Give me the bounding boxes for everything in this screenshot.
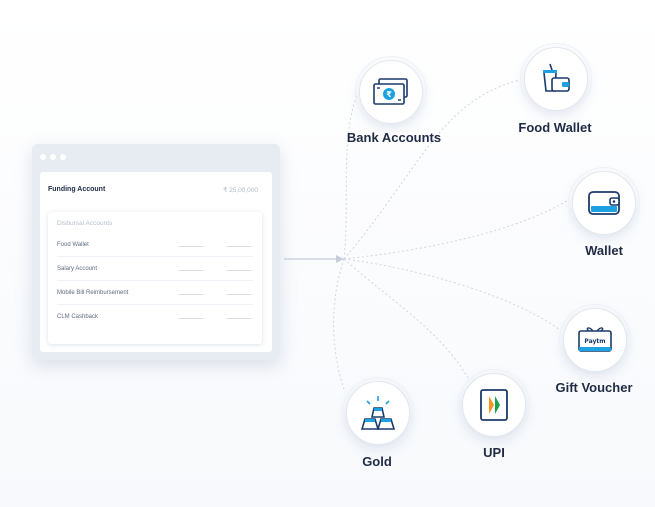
funding-account-title: Funding Account [48,186,106,193]
upi-label: UPI [483,445,505,460]
svg-text:₹: ₹ [386,90,392,99]
connector-wallet [343,199,569,260]
gold-bars-icon [360,396,396,430]
disbursal-accounts-title: Disbursal Accounts [57,220,113,227]
window-dots [40,154,66,160]
placeholder-bar [179,294,203,295]
bank-accounts-label: Bank Accounts [346,130,442,145]
bank-notes-rupee-icon: ₹ [373,78,408,105]
window-dot [40,154,46,160]
placeholder-bar [227,246,251,247]
funding-window: Funding Account ₹ 25,00,000 Disbursal Ac… [32,144,280,360]
window-dot [50,154,56,160]
upi-icon [480,389,508,421]
svg-text:Paytm: Paytm [584,338,605,345]
connector-gold [333,258,346,393]
placeholder-bar [179,270,203,271]
connector-bank [343,94,358,260]
bank-accounts-circle[interactable]: ₹ [355,56,427,128]
food-wallet-label: Food Wallet [518,120,592,135]
wallet-icon [588,191,620,215]
gold-circle[interactable] [342,377,414,449]
wallet-label: Wallet [585,243,623,258]
food-wallet-circle[interactable] [520,43,592,115]
list-item[interactable]: CLM Cashback [57,306,253,328]
placeholder-bar [179,318,203,319]
wallet-circle[interactable] [568,167,640,239]
list-item[interactable]: Salary Account [57,258,253,281]
placeholder-bar [227,270,251,271]
list-item[interactable]: Mobile Bill Reimbursement [57,282,253,305]
connector-food [343,79,521,260]
upi-circle[interactable] [458,369,530,441]
placeholder-bar [179,246,203,247]
disbursal-item-label: Mobile Bill Reimbursement [57,290,129,296]
connector-gift [343,258,561,331]
gift-voucher-icon: Paytm [578,327,612,352]
funding-amount: ₹ 25,00,000 [223,187,258,194]
funding-account-row[interactable]: Funding Account ₹ 25,00,000 [48,186,258,200]
list-item[interactable]: Food Wallet [57,234,253,257]
gift-voucher-circle[interactable]: Paytm [559,304,631,376]
gift-voucher-label: Gift Voucher [555,380,633,395]
disbursal-item-label: Salary Account [57,266,98,272]
disbursal-item-label: Food Wallet [57,242,89,248]
placeholder-bar [227,318,251,319]
gold-label: Gold [362,454,392,469]
placeholder-bar [227,294,251,295]
connector-upi [343,258,469,379]
disbursal-accounts-panel: Disbursal Accounts Food Wallet Salary Ac… [48,212,262,344]
funding-panel: Funding Account ₹ 25,00,000 Disbursal Ac… [40,172,272,352]
flow-arrow-head [336,255,344,263]
food-cup-wallet-icon [543,63,570,92]
disbursal-item-label: CLM Cashback [57,314,99,320]
window-dot [60,154,66,160]
